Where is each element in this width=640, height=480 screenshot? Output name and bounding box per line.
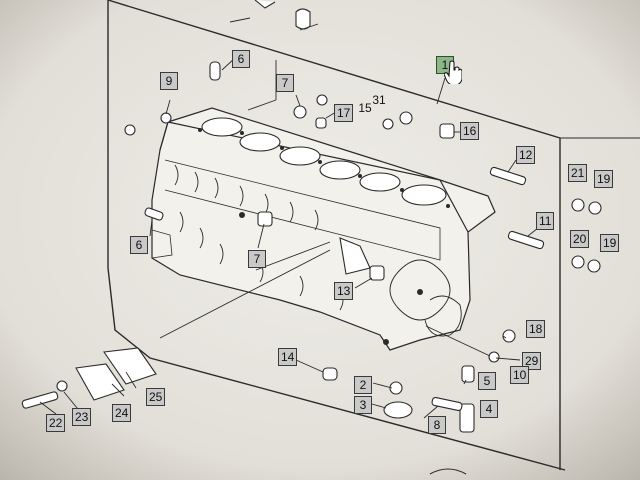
callout-15[interactable]: 15 (358, 101, 372, 115)
frame-lines (107, 0, 640, 471)
callout-13[interactable]: 13 (334, 282, 354, 300)
callout-7-upper[interactable]: 7 (276, 74, 294, 92)
callout-18[interactable]: 18 (526, 320, 546, 338)
callout-31[interactable]: 31 (372, 93, 386, 107)
callout-9[interactable]: 9 (160, 72, 178, 90)
cylinder-bores (201, 117, 447, 206)
callout-5[interactable]: 5 (478, 372, 496, 390)
callout-8[interactable]: 8 (428, 416, 446, 434)
callout-19-lower[interactable]: 19 (600, 234, 620, 252)
callout-10[interactable]: 10 (510, 366, 530, 384)
callout-19-upper[interactable]: 19 (594, 170, 614, 188)
loose-parts (21, 0, 602, 475)
callout-3[interactable]: 3 (354, 396, 372, 414)
callout-25[interactable]: 25 (146, 388, 166, 406)
callout-4[interactable]: 4 (480, 400, 498, 418)
callout-21[interactable]: 21 (568, 164, 588, 182)
callout-24[interactable]: 24 (112, 404, 132, 422)
callout-2[interactable]: 2 (354, 376, 372, 394)
bolt-holes (198, 128, 450, 345)
engine-block-drawing (151, 107, 496, 351)
callout-29[interactable]: 29 (522, 352, 542, 370)
callout-7-lower[interactable]: 7 (248, 250, 266, 268)
side-ribs (174, 164, 462, 337)
callout-6-lower[interactable]: 6 (130, 236, 148, 254)
callout-23[interactable]: 23 (72, 408, 92, 426)
callout-6-upper[interactable]: 6 (232, 50, 250, 68)
hand-pointer-icon (444, 60, 462, 84)
callout-20[interactable]: 20 (570, 230, 590, 248)
callout-12[interactable]: 12 (516, 146, 536, 164)
callout-14[interactable]: 14 (278, 348, 298, 366)
callout-17[interactable]: 17 (334, 104, 354, 122)
callout-11[interactable]: 11 (536, 212, 555, 230)
callout-16[interactable]: 16 (460, 122, 480, 140)
callout-22[interactable]: 22 (46, 414, 66, 432)
